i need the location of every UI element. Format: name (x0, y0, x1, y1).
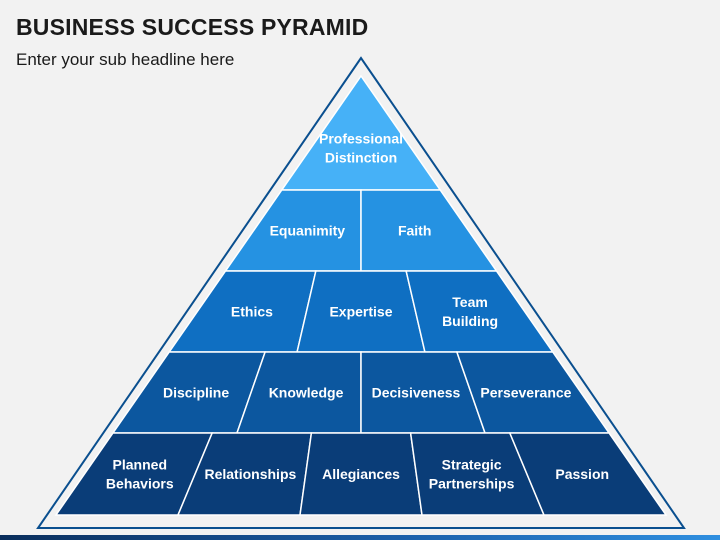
pyramid-tier-2: Equanimity Faith (224, 189, 498, 272)
pyramid-cell-passion (508, 432, 668, 516)
pyramid-label-relationships: Relationships (204, 466, 296, 482)
pyramid-label-perseverance: Perseverance (480, 385, 571, 401)
pyramid-cell-team-building (405, 270, 555, 353)
pyramid-outline (36, 56, 686, 529)
pyramid-tier-4: Discipline Knowledge Decisiveness Persevera… (111, 351, 611, 434)
pyramid-label-passion: Passion (555, 466, 609, 482)
footer-accent-bar (0, 535, 720, 540)
pyramid-label-equanimity: Equanimity (270, 223, 346, 239)
page-title: BUSINESS SUCCESS PYRAMID (16, 14, 369, 40)
page-subtitle: Enter your sub headline here (16, 50, 235, 69)
pyramid-label-decisiveness: Decisiveness (372, 385, 461, 401)
pyramid-label-discipline: Discipline (163, 385, 229, 401)
pyramid-label-knowledge: Knowledge (269, 385, 344, 401)
pyramid-label-allegiances: Allegiances (322, 466, 400, 482)
pyramid-label-expertise: Expertise (329, 304, 392, 320)
pyramid-label-faith: Faith (398, 223, 431, 239)
pyramid-label-ethics: Ethics (231, 304, 273, 320)
